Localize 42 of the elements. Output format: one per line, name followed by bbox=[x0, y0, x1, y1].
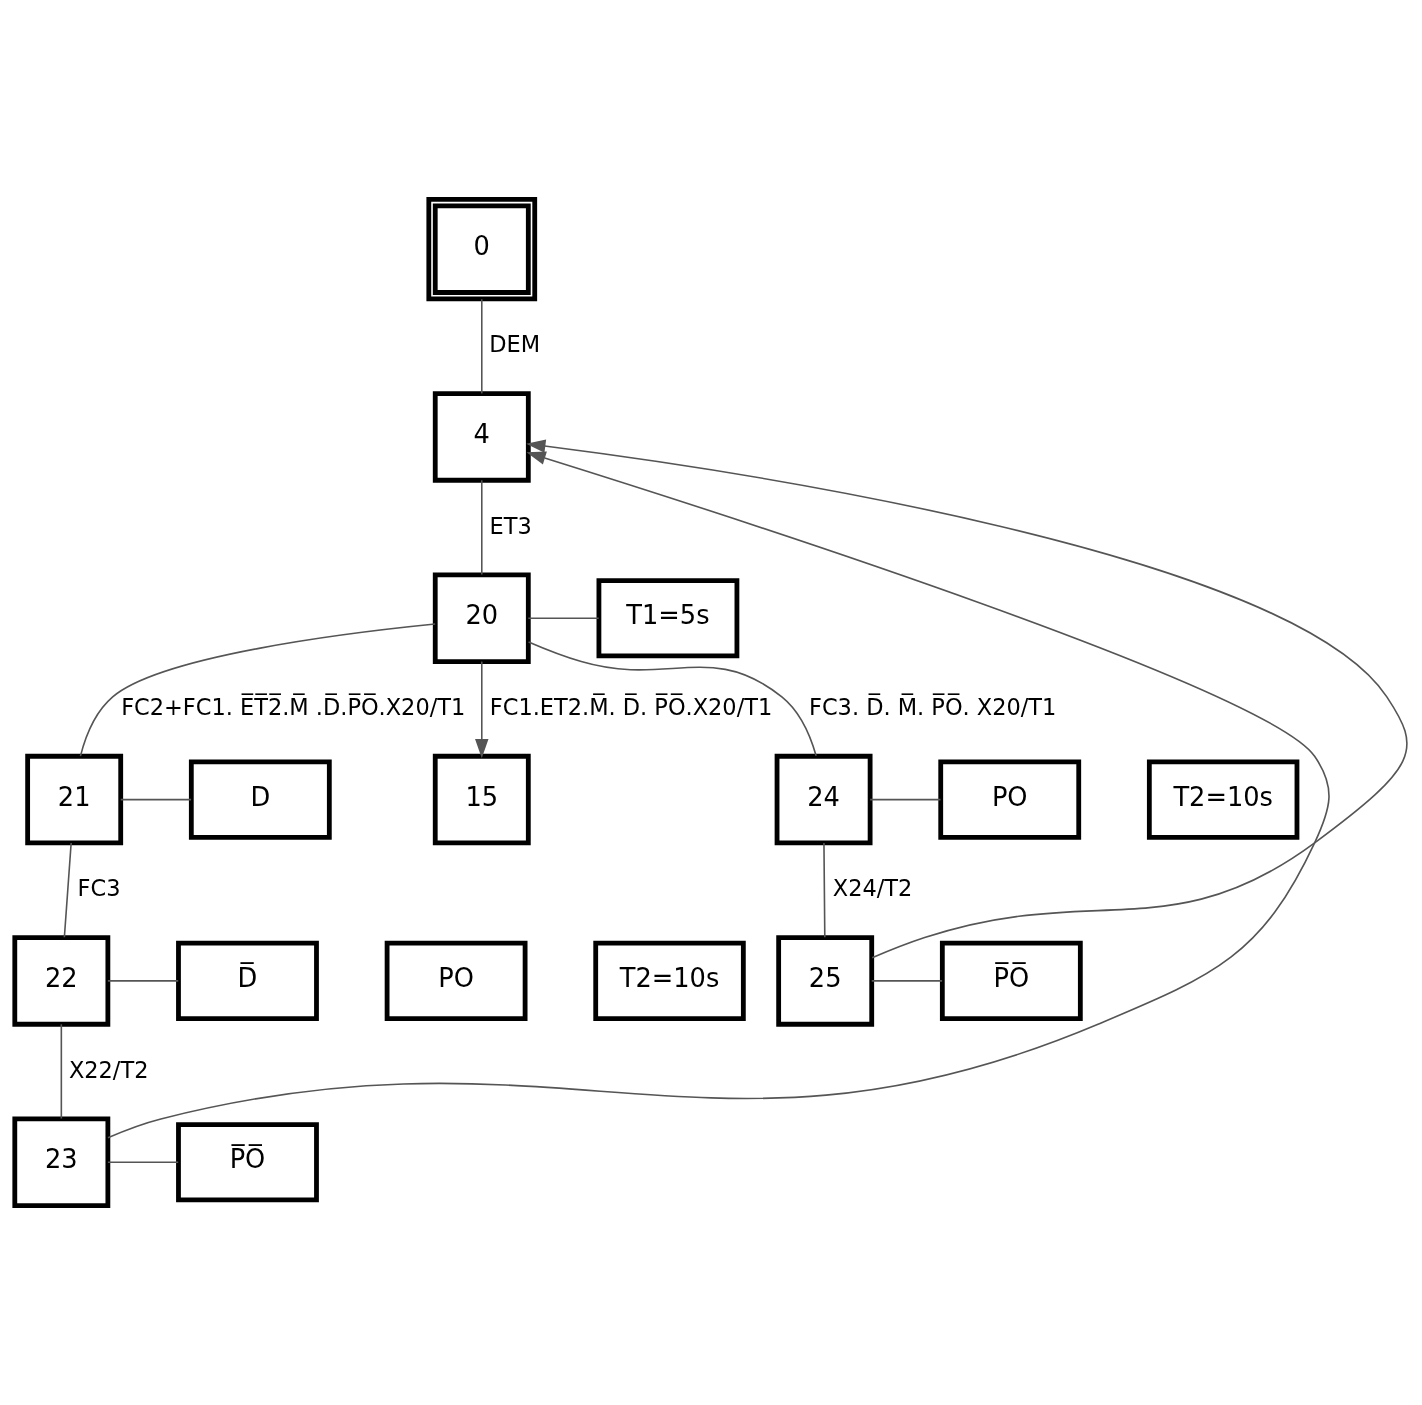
connector bbox=[107, 1161, 179, 1164]
node-box: PO bbox=[384, 940, 528, 1022]
connector bbox=[527, 617, 600, 620]
arrow bbox=[107, 451, 1330, 1139]
connector bbox=[107, 980, 179, 982]
node-box: 4 bbox=[432, 391, 531, 483]
arrow bbox=[475, 660, 489, 759]
arrow bbox=[526, 439, 1408, 959]
connector bbox=[823, 842, 826, 938]
node-box: 22 bbox=[12, 935, 111, 1027]
node-box: D̅ bbox=[176, 940, 319, 1022]
connector bbox=[60, 1023, 63, 1120]
node-box: P̅O̅ bbox=[939, 940, 1083, 1022]
node-box: 20 bbox=[432, 572, 531, 664]
edge-label: FC3. D̅. M̅. P̅O̅. X20/T1 bbox=[809, 693, 1057, 720]
node-box: 25 bbox=[776, 935, 875, 1027]
connector bbox=[480, 479, 483, 576]
node-box: T1=5s bbox=[596, 578, 740, 659]
edge-label: FC2+FC1. E̅T̅2̅.M̅ .D̅.P̅O̅.X20/T1 bbox=[121, 693, 466, 720]
node-box: T2=10s bbox=[593, 940, 746, 1022]
node-box: 15 bbox=[432, 753, 531, 846]
connector bbox=[870, 980, 943, 982]
node-box: 24 bbox=[774, 753, 873, 846]
node-box: P̅O̅ bbox=[176, 1122, 319, 1203]
edge-label: FC3 bbox=[77, 875, 121, 902]
node-box: D bbox=[188, 759, 332, 840]
edge-label: X24/T2 bbox=[832, 875, 913, 902]
node-box: PO bbox=[938, 759, 1082, 840]
node-box: 0 bbox=[426, 197, 538, 302]
node-box: 21 bbox=[25, 753, 124, 846]
connector bbox=[79, 623, 436, 757]
connector bbox=[480, 298, 483, 395]
connector bbox=[527, 641, 817, 757]
edge-label: ET3 bbox=[489, 512, 532, 539]
connector bbox=[869, 798, 942, 801]
edge-label: FC1.ET2.M̅. D̅. P̅O̅.X20/T1 bbox=[489, 693, 773, 720]
connector bbox=[63, 842, 72, 938]
node-box: 23 bbox=[12, 1116, 111, 1208]
edge-label: X22/T2 bbox=[68, 1056, 149, 1083]
edge-label: DEM bbox=[489, 331, 541, 358]
connector bbox=[119, 798, 192, 801]
node-box: T2=10s bbox=[1146, 759, 1300, 840]
